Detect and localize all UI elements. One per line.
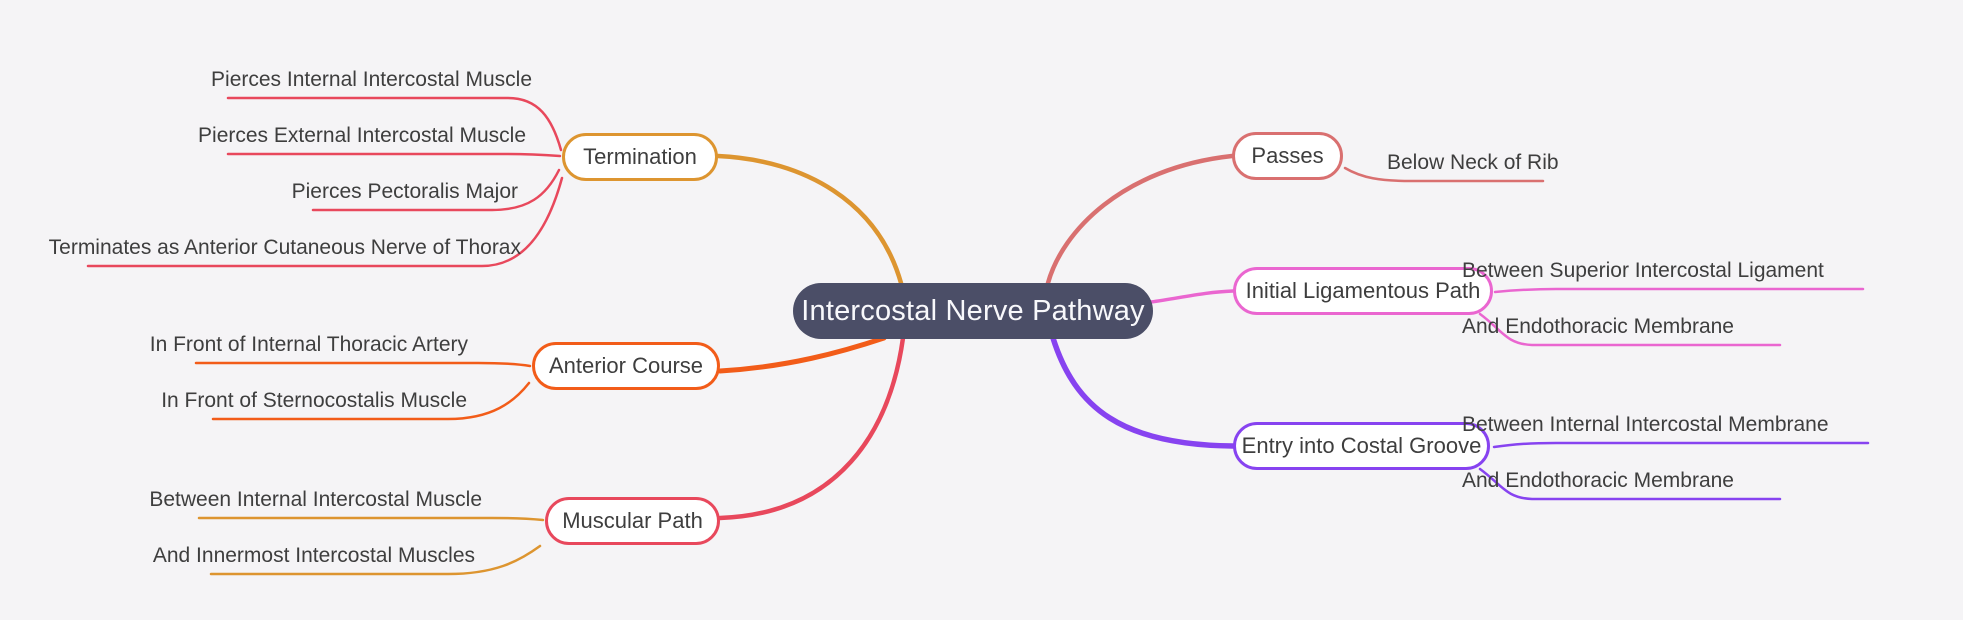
- link-anterior-course: [717, 335, 887, 374]
- child-between-internal-intercostal-membrane[interactable]: Between Internal Intercostal Membrane: [1462, 413, 1829, 436]
- childline-innermost-intercostal: [209, 544, 542, 576]
- link-termination: [715, 153, 904, 286]
- childline-below-neck-of-rib: [1343, 166, 1545, 183]
- childline-terminates-cutaneous: [86, 176, 564, 268]
- node-entry-costal-groove[interactable]: Entry into Costal Groove: [1233, 422, 1490, 470]
- childline-pierces-pectoralis: [311, 168, 561, 212]
- child-between-internal-intercostal-muscle[interactable]: Between Internal Intercostal Muscle: [149, 488, 482, 511]
- node-anterior-course[interactable]: Anterior Course: [532, 342, 720, 390]
- childline-between-internal-intercostal: [197, 516, 545, 522]
- node-termination[interactable]: Termination: [562, 133, 718, 181]
- child-below-neck-of-rib[interactable]: Below Neck of Rib: [1387, 151, 1559, 174]
- child-in-front-internal-thoracic-artery[interactable]: In Front of Internal Thoracic Artery: [149, 333, 468, 356]
- child-terminates-anterior-cutaneous-nerve[interactable]: Terminates as Anterior Cutaneous Nerve o…: [48, 236, 521, 259]
- child-and-endothoracic-membrane-2[interactable]: And Endothoracic Membrane: [1462, 469, 1734, 492]
- link-passes: [1045, 153, 1235, 286]
- childline-endothoracic-membrane-pink: [1478, 312, 1782, 347]
- childline-internal-thoracic-artery: [194, 361, 532, 368]
- link-entry-costal-groove: [1050, 335, 1236, 449]
- node-initial-ligamentous-path[interactable]: Initial Ligamentous Path: [1233, 267, 1493, 315]
- link-muscular-path: [717, 335, 906, 521]
- childline-pierces-external: [226, 152, 562, 158]
- childline-internal-intercostal-membrane: [1492, 441, 1870, 449]
- childline-pierces-internal: [226, 96, 563, 152]
- central-node[interactable]: Intercostal Nerve Pathway: [793, 283, 1153, 339]
- link-initial-ligamentous-path: [1149, 289, 1235, 304]
- child-and-innermost-intercostal-muscles[interactable]: And Innermost Intercostal Muscles: [152, 544, 475, 567]
- node-muscular-path[interactable]: Muscular Path: [545, 497, 720, 545]
- child-in-front-sternocostalis-muscle[interactable]: In Front of Sternocostalis Muscle: [161, 389, 467, 412]
- childline-superior-intercostal-ligament: [1493, 287, 1865, 294]
- child-pierces-external-intercostal-muscle[interactable]: Pierces External Intercostal Muscle: [198, 124, 526, 147]
- childline-sternocostalis: [211, 381, 531, 421]
- node-passes[interactable]: Passes: [1232, 132, 1343, 180]
- childline-endothoracic-membrane-violet: [1478, 467, 1782, 501]
- child-pierces-internal-intercostal-muscle[interactable]: Pierces Internal Intercostal Muscle: [211, 68, 532, 91]
- child-and-endothoracic-membrane-1[interactable]: And Endothoracic Membrane: [1462, 315, 1734, 338]
- child-pierces-pectoralis-major[interactable]: Pierces Pectoralis Major: [291, 180, 518, 203]
- child-between-superior-intercostal-ligament[interactable]: Between Superior Intercostal Ligament: [1462, 259, 1824, 282]
